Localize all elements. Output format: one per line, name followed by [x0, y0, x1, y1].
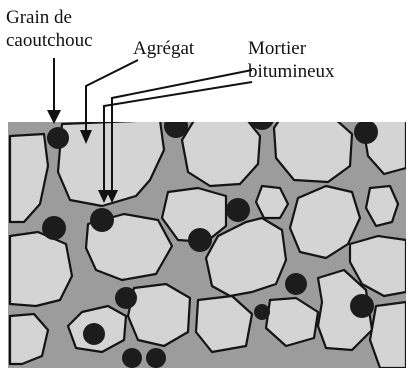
- rubber-grain-label-line-2: caoutchouc: [6, 29, 93, 52]
- rubber-grain: [42, 216, 66, 240]
- aggregate: [128, 284, 190, 346]
- rubber-grain-label-line-1: Grain de: [6, 6, 93, 29]
- rubber-grain: [250, 106, 274, 130]
- rubber-grain: [226, 198, 250, 222]
- rubber-grain: [122, 348, 142, 368]
- rubber-grain: [188, 228, 212, 252]
- bituminous-mortar-label: Mortier bitumineux: [248, 37, 335, 83]
- rubber-grain: [90, 208, 114, 232]
- aggregate: [10, 232, 72, 306]
- rubber-grain: [254, 304, 270, 320]
- rubber-grain: [47, 127, 69, 149]
- rubber-grain: [350, 294, 374, 318]
- rubber-grain-label: Grain de caoutchouc: [6, 6, 93, 52]
- rubber-grain: [83, 323, 105, 345]
- aggregate: [370, 302, 406, 368]
- rubber-grain: [115, 287, 137, 309]
- rubber-grain: [285, 273, 307, 295]
- bituminous-mortar-label-line-2: bitumineux: [248, 60, 335, 83]
- aggregate-label: Agrégat: [133, 37, 194, 60]
- aggregate: [182, 114, 260, 186]
- bituminous-mortar-label-line-1: Mortier: [248, 37, 335, 60]
- rubber-grain: [164, 114, 188, 138]
- rubber-grain: [354, 120, 378, 144]
- rubber-grain-arrowhead: [47, 110, 61, 124]
- rubber-grain: [146, 348, 166, 368]
